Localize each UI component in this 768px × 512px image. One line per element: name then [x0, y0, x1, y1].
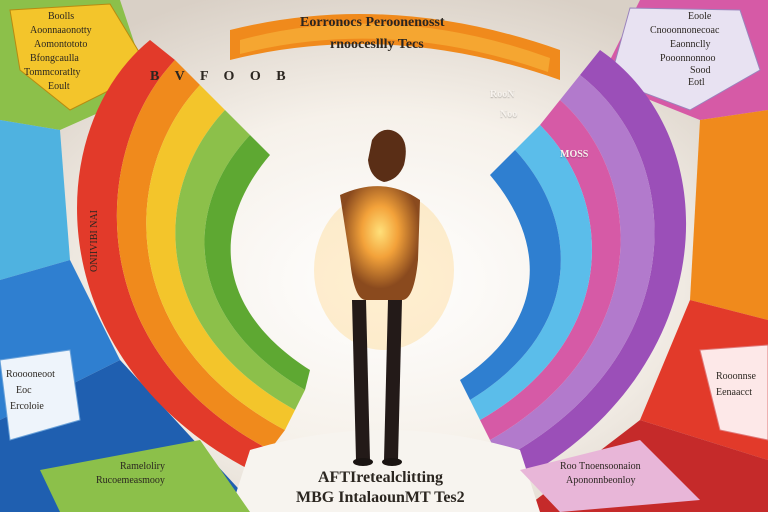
top-right-card-line3: Eaonnclly	[670, 39, 711, 50]
top-banner-line1: Eorronocs Peroonenosst	[300, 15, 445, 30]
left-arc-darkgreen	[204, 135, 310, 390]
right-lower-card-line2: Eenaacct	[716, 387, 753, 398]
bottom-caption-line1: AFTIretealclitting	[318, 469, 444, 486]
right-label-1: RooN	[490, 89, 515, 100]
top-right-card-line5: Sood	[690, 65, 711, 76]
bottom-right-card-line1: Roo Tnoensoonaion	[560, 461, 641, 472]
right-arc-pink	[480, 100, 621, 440]
right-arc-purple	[500, 50, 687, 480]
card-bottom-left	[40, 440, 250, 512]
sector-orange-right	[690, 110, 768, 320]
left-arc-vertical: ONIIVIBI NAI	[89, 210, 100, 272]
sector-cyan-left	[0, 120, 70, 280]
card-left-lower	[0, 349, 81, 441]
left-lower-card-line1: Rooooneoot	[6, 369, 55, 380]
top-left-card-line2: Aoonnaaonotty	[30, 25, 92, 36]
bottom-left-card-line1: Rameloliry	[120, 461, 165, 472]
top-right-card-line6: Eotl	[688, 77, 705, 88]
left-lower-card-line2: Eoc	[16, 385, 32, 396]
top-banner-line2: rnoocesllly Tecs	[330, 37, 424, 52]
card-bottom-right	[520, 440, 700, 512]
person-figure	[314, 129, 454, 466]
top-right-card-line1: Eoole	[688, 11, 712, 22]
bottom-left-card-line2: Rucoemeasmooy	[96, 475, 165, 486]
top-left-card-line1: Boolls	[48, 11, 75, 22]
bottom-caption-panel	[230, 430, 540, 512]
left-lower-card-line3: Ercoloie	[10, 401, 44, 412]
bottom-caption-line2: MBG IntalaounMT Tes2	[296, 489, 465, 506]
top-right-card-line2: Cnooonnonecoac	[650, 25, 720, 36]
left-arc-orange	[116, 60, 285, 450]
card-right-lower	[699, 344, 768, 441]
right-arc-cyan	[470, 125, 592, 420]
top-left-card-line3: Aomontototo	[34, 39, 88, 50]
right-lower-card-line1: Rooonnse	[716, 371, 756, 382]
top-left-card-line5: Tommcoratlty	[24, 67, 81, 78]
top-banner-highlight	[240, 23, 550, 72]
right-arc-blue	[460, 150, 561, 400]
left-arc-yellow	[146, 85, 295, 430]
right-arc-lavender	[490, 75, 655, 460]
top-left-card-line4: Bfongcaulla	[30, 53, 79, 64]
left-arc-letters: B V F O O B	[150, 69, 292, 84]
left-arc-red	[77, 40, 270, 470]
top-right-card-line4: Pooonnonnoo	[660, 53, 716, 64]
left-arc-green	[175, 110, 305, 410]
bottom-right-card-line2: Apononnbeonloy	[566, 475, 636, 486]
top-left-card-line6: Eoult	[48, 81, 70, 92]
right-label-2: Noo	[500, 109, 518, 120]
right-label-3: MOSS	[560, 149, 589, 160]
